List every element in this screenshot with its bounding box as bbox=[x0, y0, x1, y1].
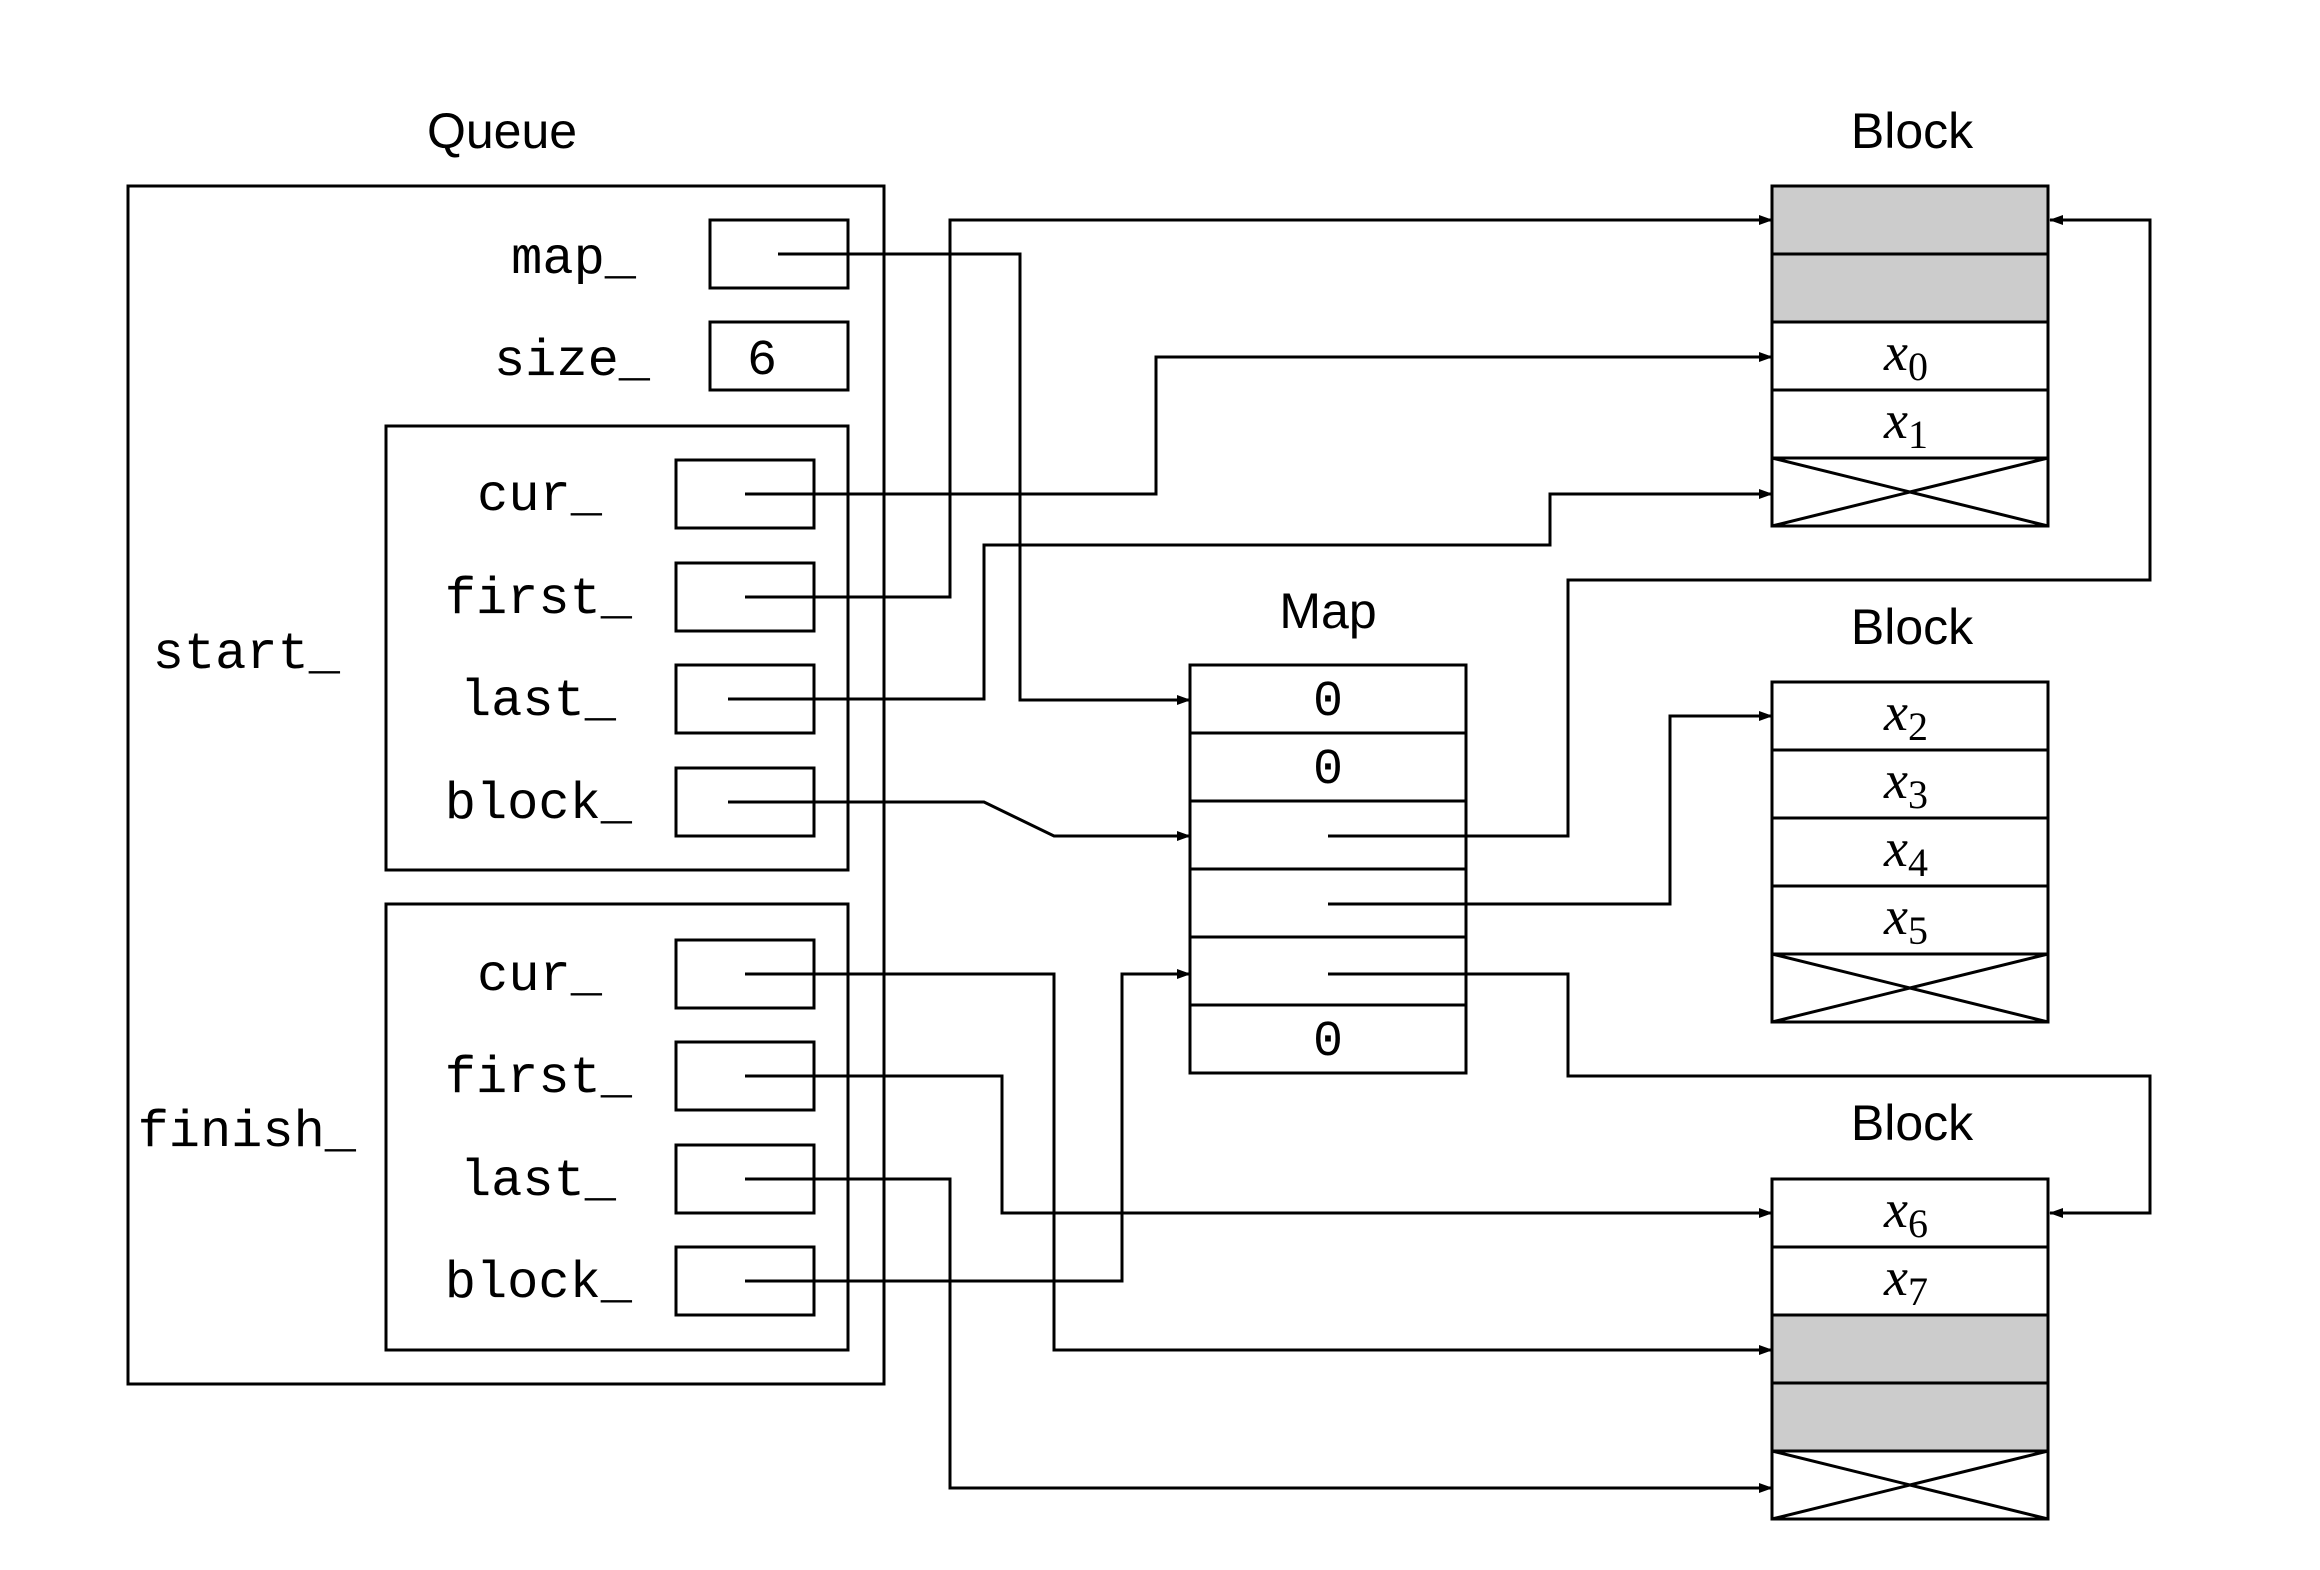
block-top-title: Block bbox=[1851, 103, 1974, 159]
finish-first-label: first_ bbox=[445, 1049, 633, 1108]
map-cell-value: 0 bbox=[1313, 742, 1343, 799]
map-pointer-arrow bbox=[778, 252, 1191, 705]
map-cell-value: 0 bbox=[1313, 674, 1343, 731]
block-mid-title: Block bbox=[1851, 599, 1974, 655]
element-label: x7 bbox=[1883, 1247, 1928, 1314]
finish-first-arrow bbox=[745, 1074, 1773, 1218]
empty-cell-cross bbox=[1771, 1449, 2049, 1521]
finish-block-label: block_ bbox=[445, 1254, 633, 1313]
map-cell2-arrow bbox=[1328, 215, 2152, 838]
finish-cur-label: cur_ bbox=[477, 947, 603, 1006]
element-label: x0 bbox=[1883, 322, 1928, 389]
start-first-label: first_ bbox=[445, 570, 633, 629]
finish-cur-arrow bbox=[745, 972, 1773, 1355]
block-cell bbox=[1770, 1381, 2050, 1453]
block-cell bbox=[1770, 1245, 2050, 1317]
block-bottom-title: Block bbox=[1851, 1095, 1974, 1151]
empty-cell-cross bbox=[1771, 456, 2049, 528]
size-value: 6 bbox=[747, 333, 777, 390]
element-label: x3 bbox=[1883, 750, 1928, 817]
map-field-label: map_ bbox=[511, 230, 637, 289]
block-cell bbox=[1770, 748, 2050, 820]
finish-iterator-box bbox=[384, 902, 850, 1352]
start-cur-arrow bbox=[745, 352, 1773, 496]
element-label: x6 bbox=[1883, 1179, 1928, 1246]
start-last-arrow bbox=[728, 489, 1773, 701]
element-label: x5 bbox=[1883, 886, 1928, 953]
start-block-label: block_ bbox=[445, 775, 633, 834]
queue-box bbox=[126, 184, 886, 1386]
finish-block-arrow bbox=[745, 969, 1191, 1283]
finish-last-label: last_ bbox=[460, 1152, 617, 1211]
start-last-label: last_ bbox=[460, 672, 617, 731]
queue-title: Queue bbox=[427, 103, 577, 159]
element-label: x4 bbox=[1883, 818, 1928, 885]
size-value-cell bbox=[708, 320, 850, 392]
block-cell bbox=[1770, 680, 2050, 752]
block-cell bbox=[1770, 252, 2050, 324]
map-cell3-arrow bbox=[1328, 711, 1773, 906]
size-field-label: size_ bbox=[494, 332, 651, 391]
finish-last-arrow bbox=[745, 1177, 1773, 1493]
start-label: start_ bbox=[153, 625, 341, 684]
map-title: Map bbox=[1279, 583, 1376, 639]
start-cur-label: cur_ bbox=[477, 467, 603, 526]
block-cell bbox=[1770, 388, 2050, 460]
element-label: x2 bbox=[1883, 682, 1928, 749]
block-cell bbox=[1770, 884, 2050, 956]
map-cell bbox=[1188, 935, 1468, 1007]
pointer-arrows bbox=[728, 215, 2152, 1493]
empty-cell-cross bbox=[1771, 952, 2049, 1024]
map-cell bbox=[1188, 1003, 1468, 1075]
finish-label: finish_ bbox=[138, 1103, 357, 1162]
element-label: x1 bbox=[1883, 390, 1928, 457]
map-cell4-arrow bbox=[1328, 972, 2152, 1218]
block-cell bbox=[1770, 184, 2050, 256]
block-cell bbox=[1770, 1313, 2050, 1385]
map-cell-value: 0 bbox=[1313, 1014, 1343, 1071]
start-block-arrow bbox=[728, 800, 1191, 841]
start-first-arrow bbox=[745, 215, 1773, 599]
start-iterator-box bbox=[384, 424, 850, 872]
map-array: 0 0 0 bbox=[1188, 663, 1468, 1075]
